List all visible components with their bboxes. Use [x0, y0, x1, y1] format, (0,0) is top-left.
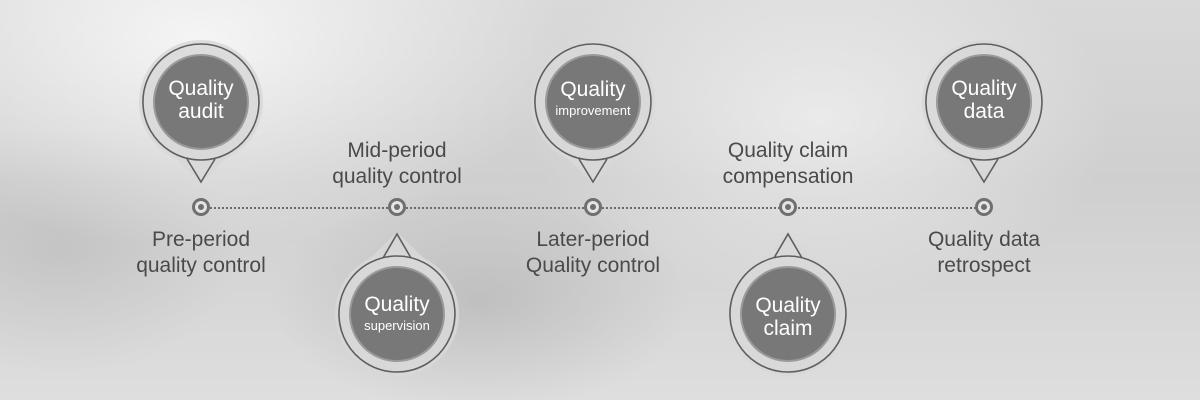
map-pin-icon	[530, 40, 655, 184]
pin-title: Quality	[560, 78, 626, 101]
pin-subtitle: supervision	[364, 318, 430, 333]
pin-quality-supervision: Quality supervision	[331, 230, 463, 380]
stage-label-later-period: Later-period Quality control	[525, 228, 661, 277]
pin-quality-audit: Quality audit	[135, 36, 267, 186]
pin-quality-improvement: Quality improvement	[527, 36, 659, 186]
timeline-node-mid-period	[388, 198, 406, 216]
timeline-node-data-retrospect	[975, 198, 993, 216]
map-pin-icon	[725, 232, 850, 376]
pin-subtitle: claim	[763, 317, 813, 340]
pin-quality-claim: Quality claim	[722, 230, 854, 380]
stage-label-pre-period: Pre-period quality control	[136, 228, 266, 277]
pin-subtitle: audit	[178, 100, 224, 123]
pin-title: Quality	[168, 77, 234, 100]
pin-title: Quality	[755, 294, 821, 317]
stage-label-claim-compensation: Quality claim compensation	[722, 139, 854, 188]
pin-quality-data: Quality data	[918, 36, 1050, 186]
timeline-node-pre-period	[192, 198, 210, 216]
stage-label-data-retrospect: Quality data retrospect	[927, 228, 1041, 277]
map-pin-icon	[921, 40, 1046, 184]
stage-label-mid-period: Mid-period quality control	[332, 139, 462, 188]
pin-subtitle: data	[963, 100, 1005, 123]
timeline-node-later-period	[584, 198, 602, 216]
pin-title: Quality	[951, 77, 1017, 100]
pin-subtitle: improvement	[555, 103, 631, 118]
map-pin-icon	[334, 232, 459, 376]
map-pin-icon	[138, 40, 263, 184]
timeline-node-claim-compensation	[779, 198, 797, 216]
pin-title: Quality	[364, 293, 430, 316]
